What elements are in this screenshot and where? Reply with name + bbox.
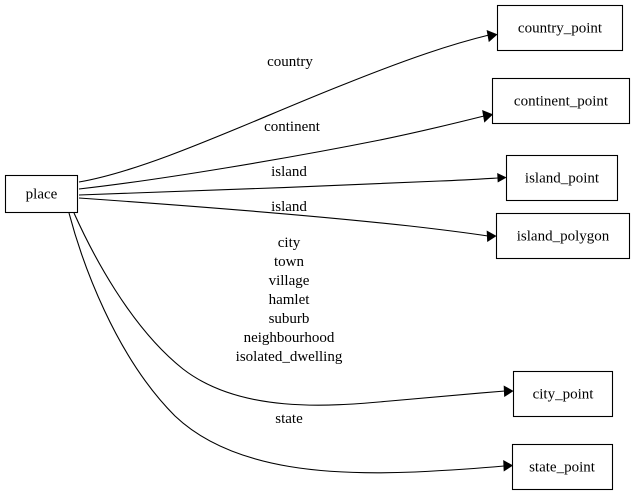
- node-continent_point-label: continent_point: [514, 93, 609, 109]
- edge-label-island-polygon: island: [271, 199, 307, 215]
- edge-label-island-point: island: [271, 164, 307, 180]
- edge-path-island-polygon: [78, 197, 489, 237]
- arrowhead-state: [503, 459, 514, 472]
- edge-label-city-line-6: isolated_dwelling: [236, 349, 343, 365]
- edge-place-to-island_polygon[interactable]: island: [78, 197, 497, 243]
- node-country_point-box: [496, 4, 624, 52]
- node-city_point[interactable]: city_point: [512, 370, 614, 418]
- edge-place-to-state_point[interactable]: state: [68, 212, 514, 474]
- node-island_point[interactable]: island_point: [505, 154, 619, 202]
- edge-label-continent: continent: [264, 119, 321, 135]
- node-city_point-label: city_point: [533, 386, 595, 402]
- edge-path-city: [73, 212, 506, 406]
- edge-path-country: [78, 34, 490, 183]
- node-city_point-box: [512, 370, 614, 418]
- edge-path-island-point: [78, 177, 499, 196]
- arrowhead-city: [503, 385, 514, 398]
- node-state_point-label: state_point: [529, 459, 596, 475]
- edge-place-to-city_point[interactable]: city town village hamlet suburb neighbou…: [73, 212, 514, 406]
- node-island_point-box: [505, 154, 619, 202]
- node-place-box: [4, 174, 79, 214]
- edge-label-city-line-0: city: [278, 235, 301, 251]
- edge-label-country: country: [267, 54, 313, 70]
- node-island_polygon-label: island_polygon: [517, 228, 610, 244]
- edge-label-city-line-3: hamlet: [269, 292, 311, 308]
- edge-label-city-line-4: suburb: [269, 311, 310, 327]
- arrowhead-island-polygon: [486, 230, 497, 243]
- edge-path-continent: [78, 115, 485, 190]
- node-place[interactable]: place: [4, 174, 79, 214]
- node-continent_point-box: [491, 77, 631, 125]
- arrowhead-continent: [482, 110, 494, 123]
- arrowhead-country: [486, 30, 498, 43]
- edge-label-city-line-5: neighbourhood: [244, 330, 335, 346]
- edge-place-to-country_point[interactable]: country: [78, 30, 498, 183]
- node-state_point-box: [511, 443, 614, 491]
- edge-place-to-island_point[interactable]: island: [78, 164, 507, 196]
- edge-path-state: [68, 212, 505, 474]
- edge-label-state: state: [275, 411, 303, 427]
- node-place-label: place: [26, 186, 58, 202]
- node-island_point-label: island_point: [525, 170, 600, 186]
- edge-place-to-continent_point[interactable]: continent: [78, 110, 494, 190]
- edge-label-city-line-2: village: [269, 273, 310, 289]
- edge-label-city-line-1: town: [274, 254, 305, 270]
- node-continent_point[interactable]: continent_point: [491, 77, 631, 125]
- node-country_point-label: country_point: [518, 20, 603, 36]
- arrowhead-island-point: [497, 173, 507, 183]
- node-state_point[interactable]: state_point: [511, 443, 614, 491]
- node-island_polygon-box: [495, 212, 631, 260]
- node-country_point[interactable]: country_point: [496, 4, 624, 52]
- node-island_polygon[interactable]: island_polygon: [495, 212, 631, 260]
